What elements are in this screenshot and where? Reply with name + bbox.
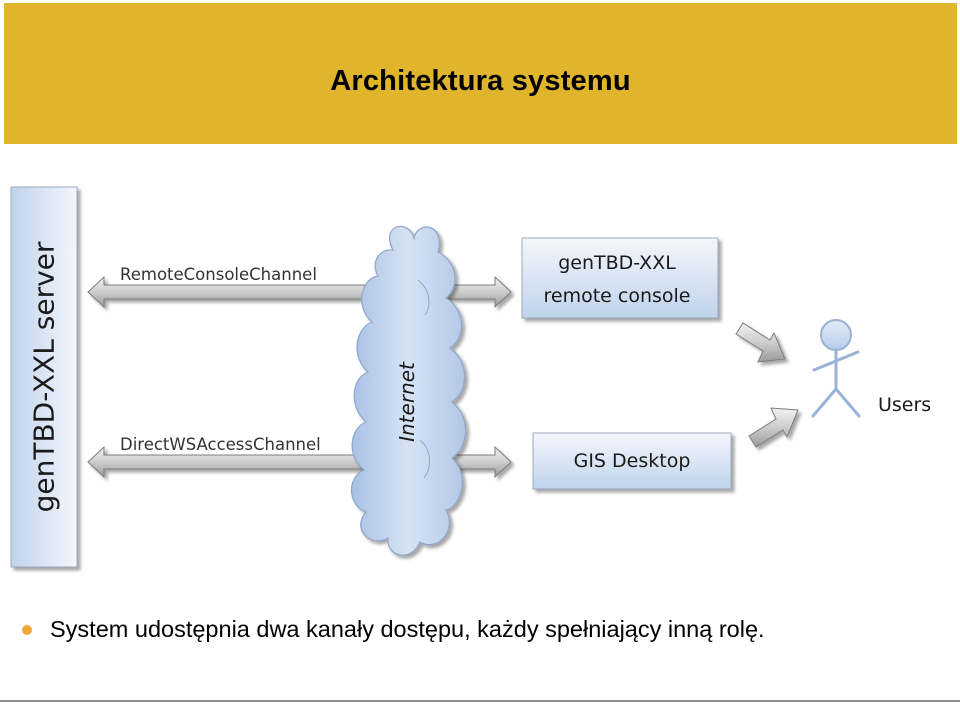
- footer-divider: [0, 700, 960, 702]
- bullet-item: System udostępnia dwa kanały dostępu, ka…: [22, 612, 765, 646]
- user-figure-icon: [811, 319, 861, 418]
- slide-title: Architektura systemu: [330, 65, 631, 97]
- server-box: genTBD-XXL server: [10, 186, 78, 568]
- users-label: Users: [878, 394, 931, 416]
- arrow-down-right: [735, 322, 786, 363]
- bullet-dot-icon: [22, 625, 32, 635]
- arrow-up-right: [748, 407, 799, 448]
- direct-ws-access-channel-label: DirectWSAccessChannel: [120, 435, 321, 454]
- architecture-diagram: genTBD-XXL server RemoteConsoleChannel D…: [10, 186, 931, 568]
- title-banner: Architektura systemu: [4, 3, 957, 144]
- direct-ws-access-channel-arrow: [87, 445, 512, 479]
- remote-console-box: genTBD-XXL remote console: [521, 237, 719, 319]
- internet-label: Internet: [395, 361, 419, 442]
- remote-console-line1: genTBD-XXL: [558, 252, 676, 274]
- gis-desktop-label: GIS Desktop: [574, 450, 691, 472]
- bullet-text: System udostępnia dwa kanały dostępu, ka…: [50, 615, 765, 642]
- gis-desktop-box: GIS Desktop: [532, 432, 732, 490]
- remote-console-channel-label: RemoteConsoleChannel: [120, 265, 317, 284]
- remote-console-channel-arrow: [87, 275, 512, 309]
- remote-console-line2: remote console: [544, 285, 691, 307]
- internet-cloud: [351, 225, 467, 556]
- server-label: genTBD-XXL server: [28, 241, 61, 512]
